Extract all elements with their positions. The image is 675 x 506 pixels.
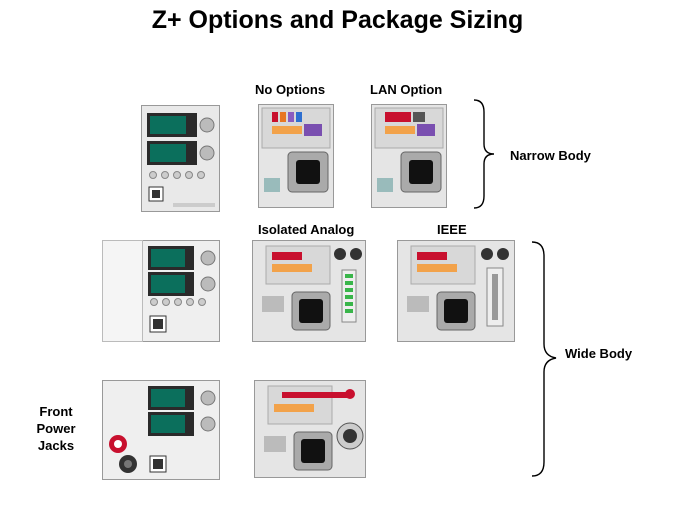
label-isolated-analog: Isolated Analog bbox=[258, 222, 355, 237]
narrow-rear-lan-option bbox=[371, 104, 447, 208]
wide-front-panel-power-jacks bbox=[102, 380, 220, 480]
wide-rear-ieee bbox=[397, 240, 515, 342]
wide-body-brace bbox=[531, 241, 557, 477]
label-ieee: IEEE bbox=[437, 222, 467, 237]
label-no-options: No Options bbox=[255, 82, 326, 97]
label-wide-body: Wide Body bbox=[565, 346, 633, 361]
page-title: Z+ Options and Package Sizing bbox=[151, 6, 524, 34]
narrow-rear-no-options bbox=[258, 104, 334, 208]
label-lan-option: LAN Option bbox=[370, 82, 443, 97]
wide-rear-power-jacks bbox=[254, 380, 366, 478]
label-narrow-body: Narrow Body bbox=[510, 148, 591, 163]
wide-front-panel bbox=[102, 240, 220, 342]
label-front-power-jacks: Front Power Jacks bbox=[36, 404, 76, 453]
wide-rear-isolated-analog bbox=[252, 240, 366, 342]
narrow-body-brace bbox=[473, 99, 495, 209]
narrow-front-panel bbox=[141, 105, 220, 212]
